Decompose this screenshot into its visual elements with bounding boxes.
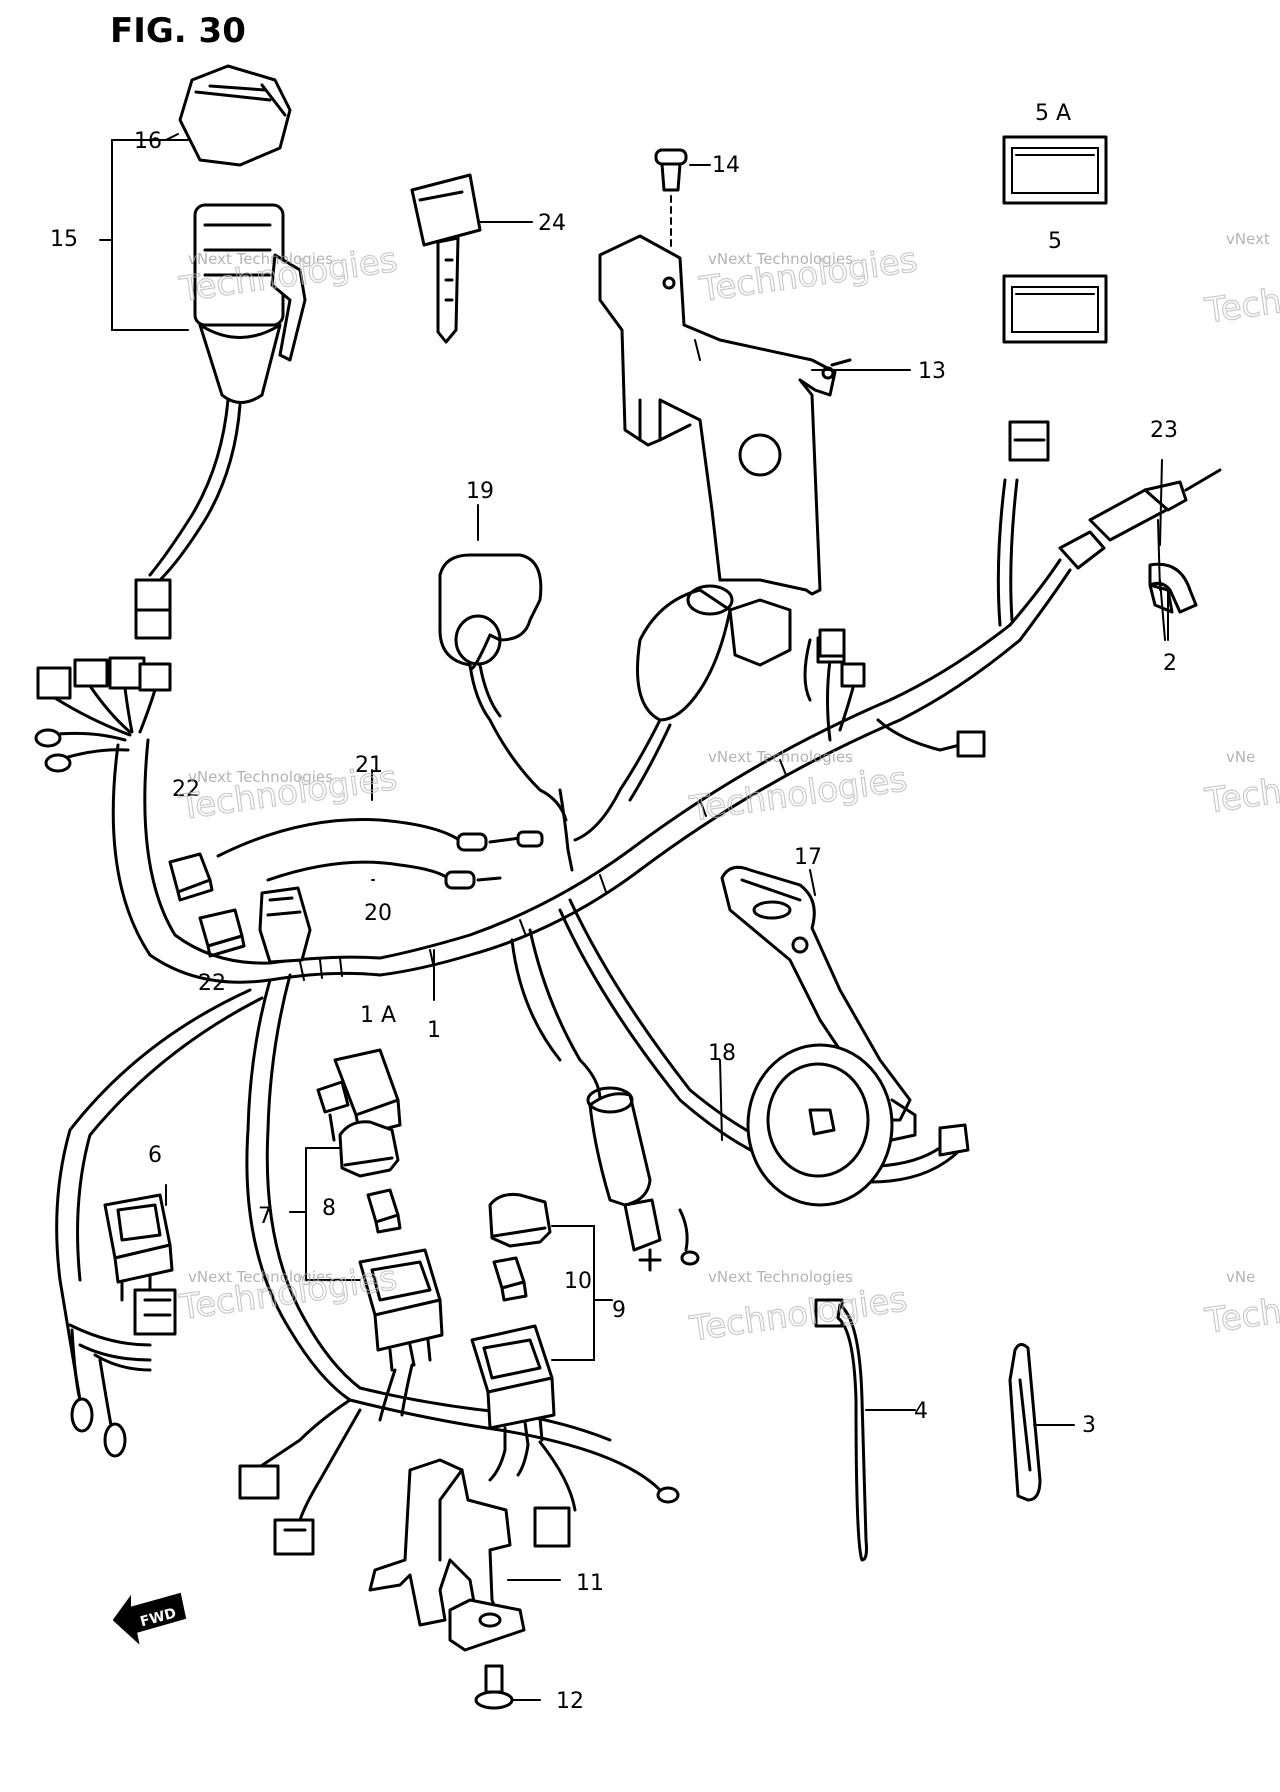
bracket-part-11 [368, 1458, 561, 1652]
callout-bracket-15-16 [99, 133, 189, 331]
fuse-part-10 [492, 1256, 528, 1302]
svg-text:vNext: vNext [1226, 230, 1270, 248]
callout-7: 7 [258, 1204, 272, 1229]
wire-part-20 [266, 860, 502, 890]
callout-18: 18 [708, 1041, 736, 1066]
callout-6: 6 [148, 1143, 162, 1168]
callout-22-lower: 22 [198, 971, 226, 996]
relay-part-6 [68, 1193, 177, 1458]
callout-bracket-9 [551, 1225, 613, 1361]
callout-24: 24 [538, 211, 566, 236]
relay-part-7-cap [338, 1120, 400, 1178]
handlebar-switch-part-19 [438, 553, 568, 822]
callout-bracket-7 [289, 1147, 361, 1281]
callout-8: 8 [322, 1196, 336, 1221]
svg-text:vNext Technologies: vNext Technologies [188, 1268, 333, 1286]
callout-16: 16 [134, 129, 162, 154]
ignition-switch-part-15 [134, 203, 307, 640]
bracket-part-13 [598, 234, 852, 596]
callout-10: 10 [564, 1269, 592, 1294]
lower-harness-connectors [238, 1398, 680, 1556]
svg-text:vNext Technologies: vNext Technologies [708, 250, 853, 268]
svg-text:vNext Technologies: vNext Technologies [188, 768, 333, 786]
callout-3: 3 [1082, 1413, 1096, 1438]
fuse-socket-part-9 [470, 1324, 556, 1482]
figure-title: FIG. 30 [110, 11, 246, 51]
relay-part-9-cap [488, 1193, 552, 1248]
label-plate-part-5 [1002, 274, 1108, 344]
callout-14: 14 [712, 153, 740, 178]
connector-cap-part-22-lower [198, 908, 246, 958]
callout-2: 2 [1163, 651, 1177, 676]
bolt-part-12 [474, 1664, 541, 1710]
leader-lines [165, 339, 1169, 1206]
clip-part-3 [1008, 1343, 1075, 1502]
callout-13: 13 [918, 359, 946, 384]
wire-part-21 [216, 818, 544, 858]
fuse-part-8 [366, 1188, 402, 1234]
callout-15: 15 [50, 227, 78, 252]
svg-text:vNe: vNe [1226, 748, 1255, 766]
fuse-socket-part-7 [358, 1248, 444, 1422]
ignition-coil-lower [586, 1086, 700, 1272]
callout-11: 11 [576, 1571, 604, 1596]
bolt-part-14 [654, 148, 711, 251]
callout-labels: 1 1 A 2 3 4 5 5 A 6 7 8 9 10 11 12 13 14… [50, 101, 1178, 1714]
callout-21: 21 [355, 753, 383, 778]
callout-20: 20 [364, 901, 392, 926]
cable-tie-part-4 [814, 1298, 916, 1562]
callout-4: 4 [914, 1399, 928, 1424]
svg-text:vNe: vNe [1226, 1268, 1255, 1286]
horn-part-18 [746, 1043, 970, 1207]
ignition-coil-upper [573, 584, 846, 842]
label-plate-part-5A [1002, 135, 1108, 205]
callout-17: 17 [794, 845, 822, 870]
relay-part-1A [316, 1048, 402, 1142]
callout-9: 9 [612, 1298, 626, 1323]
svg-text:vNext Technologies: vNext Technologies [708, 1268, 853, 1286]
ignition-cover-part-16 [178, 64, 292, 167]
connector-part-23 [1058, 468, 1222, 570]
main-wiring-harness-part-1 [34, 478, 1072, 1457]
callout-23: 23 [1150, 418, 1178, 443]
key-part-24 [410, 173, 533, 344]
callout-12: 12 [556, 1689, 584, 1714]
callout-5: 5 [1048, 229, 1062, 254]
callout-22-upper: 22 [172, 777, 200, 802]
callout-1A: 1 A [360, 1003, 396, 1028]
connector-top-branch [1008, 420, 1050, 462]
callout-5A: 5 A [1035, 101, 1071, 126]
svg-text:vNext Technologies: vNext Technologies [708, 748, 853, 766]
callout-1: 1 [427, 1018, 441, 1043]
connector-cap-part-22-upper [168, 852, 214, 902]
svg-text:vNext Technologies: vNext Technologies [188, 250, 333, 268]
callout-19: 19 [466, 479, 494, 504]
